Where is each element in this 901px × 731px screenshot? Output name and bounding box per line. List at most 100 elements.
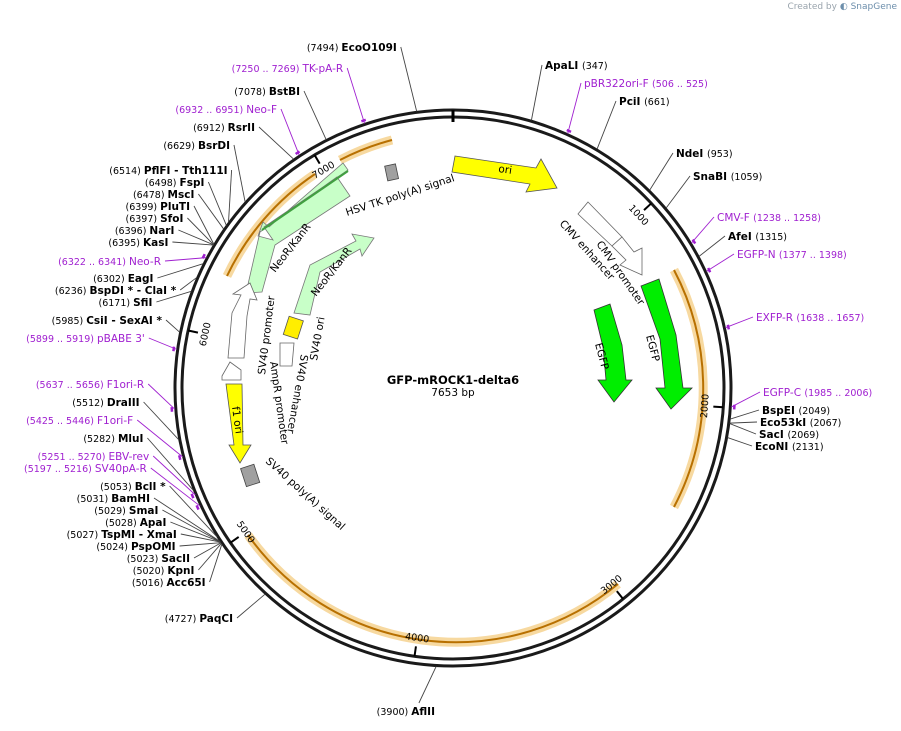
site-name: BclI * — [135, 481, 166, 493]
site-name: KasI — [143, 237, 168, 249]
site-leader-line — [418, 666, 437, 704]
primer-leader-line — [346, 67, 365, 124]
site-name: MscI — [168, 189, 195, 201]
site-position: (2067) — [810, 418, 842, 429]
cmv-promoter-arrow — [611, 236, 643, 276]
site-label: (6478) MscI — [133, 189, 194, 201]
tick-mark — [643, 202, 653, 211]
primer-position: (6932 .. 6951) — [175, 105, 246, 116]
site-position: (5016) — [132, 578, 167, 589]
tick-mark — [187, 329, 199, 334]
site-name: BspDI * - ClaI * — [90, 285, 177, 297]
primer-label: (5425 .. 5446) F1ori-F — [26, 415, 133, 427]
site-leader-line — [727, 437, 753, 447]
site-position: (347) — [582, 61, 608, 72]
site-leader-line — [180, 533, 221, 543]
site-position: (6236) — [55, 286, 90, 297]
site-label: ApaLI (347) — [545, 60, 608, 72]
primer-name: pBR322ori-F — [584, 78, 652, 90]
site-label: (5020) KpnI — [133, 565, 195, 577]
site-leader-line — [698, 235, 726, 257]
site-leader-line — [233, 144, 246, 203]
primer-name: F1ori-F — [97, 415, 133, 427]
site-name: NarI — [149, 225, 174, 237]
primer-position: (1377 .. 1398) — [779, 250, 847, 261]
site-name: SfiI — [133, 297, 152, 309]
site-label: (3900) AflII — [377, 706, 435, 718]
site-leader-line — [400, 46, 418, 112]
primer-name: F1ori-R — [107, 379, 144, 391]
site-label: (5027) TspMI - XmaI — [67, 529, 177, 541]
site-leader-line — [730, 409, 760, 420]
site-name: MluI — [118, 433, 143, 445]
site-position: (6171) — [99, 298, 134, 309]
primer-label: EGFP-N (1377 .. 1398) — [737, 249, 847, 261]
site-name: SnaBI — [693, 171, 731, 183]
site-name: EcoO109I — [341, 42, 396, 54]
site-position: (6498) — [145, 178, 180, 189]
site-leader-line — [153, 497, 221, 542]
leader-line-layer — [136, 46, 761, 704]
neor-outer-inner-line — [261, 170, 349, 231]
site-position: (3900) — [377, 707, 412, 718]
site-name: AflII — [411, 706, 435, 718]
primer-leader-line — [706, 253, 735, 272]
site-position: (5053) — [100, 482, 135, 493]
site-position: (6302) — [93, 274, 128, 285]
site-label: (5031) BamHI — [77, 493, 150, 505]
orf-arc-left-line — [226, 173, 316, 277]
site-position: (953) — [707, 149, 733, 160]
primer-leader-line — [280, 108, 300, 156]
site-leader-line — [193, 205, 215, 245]
primer-label: (7250 .. 7269) TK-pA-R — [232, 63, 344, 75]
site-leader-line — [596, 100, 617, 150]
site-leader-line — [198, 193, 225, 230]
primer-binding-mark — [726, 324, 731, 330]
site-position: (2049) — [799, 406, 831, 417]
egfp-inner-arrow — [593, 303, 633, 403]
site-position: (7078) — [234, 87, 269, 98]
primer-name: pBABE 3' — [97, 333, 145, 345]
primer-position: (1638 .. 1657) — [796, 313, 864, 324]
feature-label-sv40-polya: SV40 poly(A) signal — [263, 455, 347, 533]
site-name: BstBI — [269, 86, 300, 98]
primer-name: Neo-R — [129, 256, 161, 268]
primer-label: CMV-F (1238 .. 1258) — [717, 212, 821, 224]
plasmid-length: 7653 bp — [431, 387, 475, 399]
site-leader-line — [165, 319, 180, 333]
site-label: (6514) PflFI - Tth111I — [109, 165, 227, 177]
site-leader-line — [729, 421, 758, 424]
site-name: EagI — [128, 273, 154, 285]
site-name: SacII — [161, 553, 190, 565]
site-position: (6478) — [133, 190, 168, 201]
site-position: (5031) — [77, 494, 112, 505]
site-leader-line — [193, 542, 222, 559]
site-name: PflFI - Tth111I — [144, 165, 228, 177]
hsv-tk-polya-box — [384, 163, 400, 182]
tick-mark — [229, 536, 240, 544]
primer-leader-line — [691, 216, 715, 244]
site-label: (5016) Acc65I — [132, 577, 206, 589]
site-position: (5282) — [83, 434, 118, 445]
primer-binding-mark — [195, 504, 200, 511]
site-label: (5053) BclI * — [100, 481, 166, 493]
primer-position: (5251 .. 5270) — [38, 452, 109, 463]
site-leader-line — [157, 263, 204, 279]
primer-name: SV40pA-R — [95, 463, 147, 475]
ampr-promoter-arrow — [221, 361, 242, 381]
snapgene-credit: Created by ◐ SnapGene — [787, 2, 897, 12]
primer-binding-mark — [566, 128, 572, 134]
orf-arc-bottom-line — [247, 534, 619, 644]
orf-arc-bottom — [244, 532, 621, 647]
site-position: (5512) — [72, 398, 107, 409]
sv40-promoter-arrow — [227, 282, 258, 359]
primer-name: TK-pA-R — [302, 63, 344, 75]
neor-inner-arrow — [293, 233, 375, 316]
site-label: (6396) NarI — [115, 225, 175, 237]
site-leader-line — [162, 509, 221, 543]
site-label: (6397) SfoI — [126, 213, 184, 225]
site-position: (7494) — [307, 43, 342, 54]
site-name: SacI — [759, 429, 787, 441]
site-name: FspI — [180, 177, 205, 189]
primer-binding-mark — [707, 267, 712, 273]
